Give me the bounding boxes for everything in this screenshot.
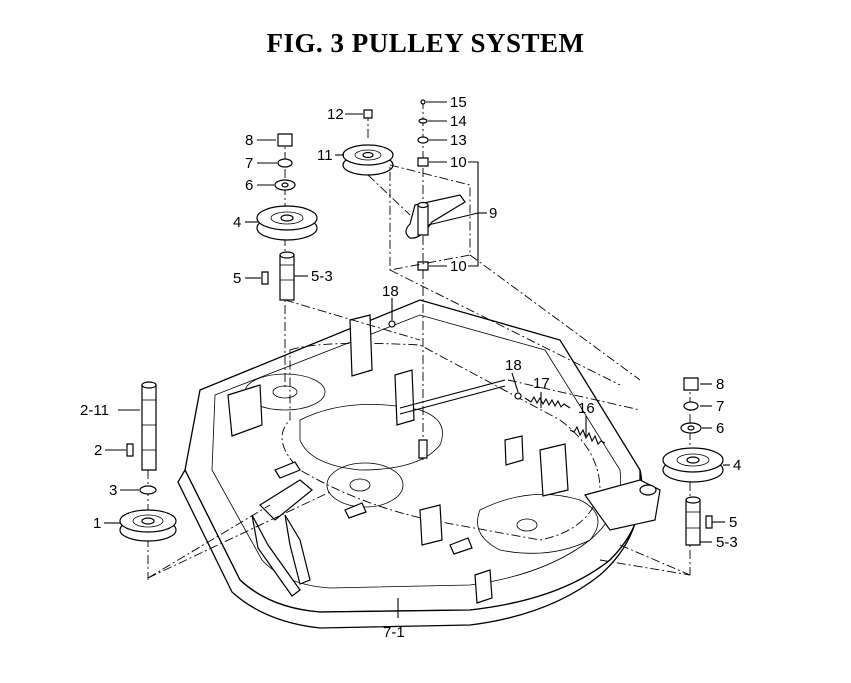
label-18-left: 18 [382, 283, 399, 300]
label-7-right: 7 [716, 398, 724, 415]
label-6-right: 6 [716, 420, 724, 437]
label-15: 15 [450, 94, 467, 111]
label-17: 17 [533, 375, 550, 392]
label-1: 1 [93, 515, 101, 532]
label-14: 14 [450, 113, 467, 130]
label-3: 3 [109, 482, 117, 499]
label-2-11: 2-11 [80, 402, 109, 419]
label-8-left: 8 [245, 132, 253, 149]
left-spindle-assembly [256, 133, 318, 390]
label-8-right: 8 [716, 376, 724, 393]
label-6-left: 6 [245, 177, 253, 194]
label-7-left: 7 [245, 155, 253, 172]
pulley-4-right-icon [662, 447, 724, 483]
label-5-left: 5 [233, 270, 241, 287]
label-4-left: 4 [233, 214, 241, 231]
label-7-1: 7-1 [383, 624, 405, 641]
belt-routing-lines [147, 299, 691, 579]
nut-8-right-icon [683, 377, 699, 391]
idler-arm-9-icon [405, 194, 466, 239]
springs [388, 320, 641, 445]
spring-16-icon [569, 425, 606, 445]
label-11: 11 [317, 147, 333, 164]
nut-8-left-icon [277, 133, 293, 147]
spindle-5-3-right-icon [685, 499, 701, 546]
leader-lines [104, 101, 730, 618]
mower-deck [177, 299, 661, 629]
label-10-bottom: 10 [450, 258, 467, 275]
far-left-spindle-assembly [119, 381, 177, 580]
right-spindle-assembly [662, 377, 724, 575]
spindle-5-3-left-icon [279, 254, 295, 301]
pulley-1-icon [119, 509, 177, 542]
label-5-3-left: 5-3 [311, 268, 333, 285]
idler-assembly [342, 99, 641, 460]
shaft-2-11-icon [141, 384, 157, 471]
label-2: 2 [94, 442, 102, 459]
idler-pulley-11-icon [342, 144, 394, 176]
label-4-right: 4 [733, 457, 741, 474]
figure-title: FIG. 3 PULLEY SYSTEM [266, 28, 585, 58]
label-5-3-right: 5-3 [716, 534, 738, 551]
lock-washer-7-left-icon [277, 158, 293, 168]
label-18-right: 18 [505, 357, 522, 374]
pulley-4-left-icon [256, 205, 318, 241]
label-13: 13 [450, 132, 467, 149]
label-10-top: 10 [450, 154, 467, 171]
spring-17-icon [524, 395, 571, 409]
label-16: 16 [578, 400, 595, 417]
part-number-labels: 8 7 6 4 5 5-3 2-11 2 3 1 12 11 15 14 13 … [80, 94, 741, 641]
label-12: 12 [327, 106, 344, 123]
label-5-right: 5 [729, 514, 737, 531]
label-9: 9 [489, 205, 497, 222]
